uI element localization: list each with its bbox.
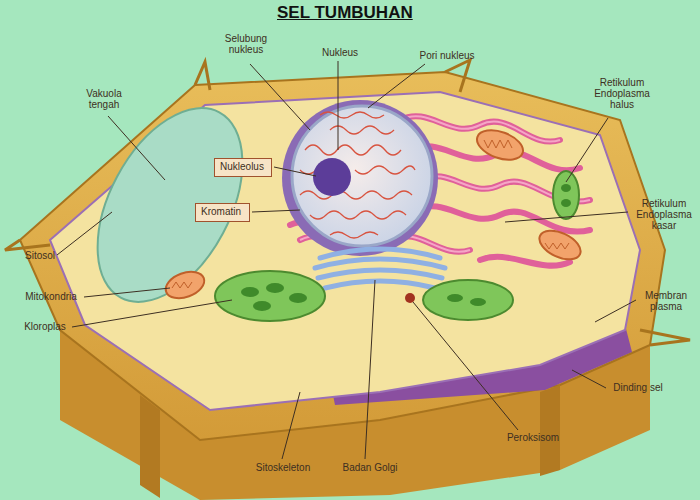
chloroplast (423, 280, 513, 320)
part-label: Retikulum Endoplasma kasar (632, 198, 696, 231)
box-text: Nukleolus (220, 161, 266, 173)
mitochondrion (162, 125, 585, 304)
nuclear-envelope (282, 100, 438, 256)
chromatin (300, 112, 415, 238)
nucleus (292, 106, 432, 246)
leader-lines (57, 61, 636, 459)
label-box: Kromatin (195, 203, 250, 222)
part-label: Mitokondria (18, 291, 84, 302)
part-label: Dinding sel (608, 382, 668, 393)
part-label: Selubung nukleus (215, 33, 277, 55)
wall-ridge (640, 330, 690, 345)
cell-wall (20, 72, 665, 440)
part-label: Sitoskeleton (248, 462, 318, 473)
wall-ridge (445, 60, 470, 92)
title: SEL TUMBUHAN (277, 3, 413, 23)
part-label: Pori nukleus (412, 50, 482, 61)
nucleolus (313, 158, 351, 196)
box-text: Kromatin (201, 206, 244, 218)
peroxisome (405, 293, 415, 303)
part-label: Kloroplas (18, 321, 72, 332)
wall-plate (540, 385, 560, 476)
part-label: Nukleus (320, 47, 360, 58)
part-label: Badan Golgi (338, 462, 402, 473)
chloroplast (553, 171, 579, 219)
part-label: Retikulum Endoplasma halus (590, 77, 654, 110)
mitochondrion-cristae (172, 140, 569, 288)
part-label: Membran plasma (638, 290, 694, 312)
part-label: Sitosol (20, 250, 60, 261)
wall-plate (140, 395, 160, 498)
wall-ridge (195, 62, 210, 90)
golgi-body (315, 249, 445, 288)
chloroplast (215, 271, 325, 321)
part-label: Peroksisom (500, 432, 566, 443)
part-label: Vakuola tengah (76, 88, 132, 110)
label-box: Nukleolus (214, 158, 272, 177)
wall-ridge (5, 240, 50, 250)
